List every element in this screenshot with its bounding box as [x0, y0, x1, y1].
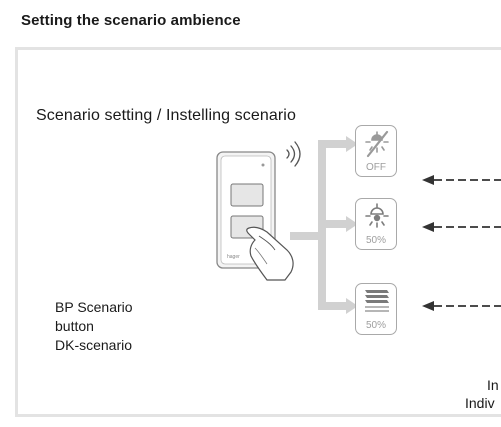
device-brand-logo: hager [227, 254, 240, 260]
hand-icon [246, 226, 294, 281]
scenario-remote-illustration: hager [216, 141, 301, 281]
lamp-off-caption: OFF [366, 162, 386, 173]
shutter-caption: 50% [365, 320, 386, 331]
content-panel [15, 47, 501, 417]
button-label-line: BP Scenario [55, 299, 133, 315]
section-heading: Setting the scenario ambience [21, 12, 241, 29]
shutter-icon [365, 290, 389, 312]
individual-control-label: In Indiv [465, 376, 499, 412]
scenario-bracket [290, 136, 358, 314]
scenario-subheading: Scenario setting / Instelling scenario [36, 107, 296, 124]
remote-button-top [230, 183, 264, 207]
button-label-line: DK-scenario [55, 337, 133, 353]
right-text-line: Indiv [465, 395, 495, 411]
remote-led [261, 163, 265, 167]
lamp-dimmed-icon [365, 203, 389, 228]
scenario-button-label: BP Scenario button DK-scenario [55, 298, 133, 355]
lamp-off-icon [365, 130, 389, 158]
lamp-off-state: OFF [355, 125, 397, 177]
lamp-dimmed-state: 50% [355, 198, 397, 250]
button-label-line: button [55, 318, 94, 334]
incoming-arrows [422, 175, 501, 311]
lamp-dimmed-caption: 50% [365, 235, 386, 246]
shutter-state: 50% [355, 283, 397, 335]
wireless-signal-icon [286, 141, 301, 167]
right-text-line: In [487, 377, 499, 393]
